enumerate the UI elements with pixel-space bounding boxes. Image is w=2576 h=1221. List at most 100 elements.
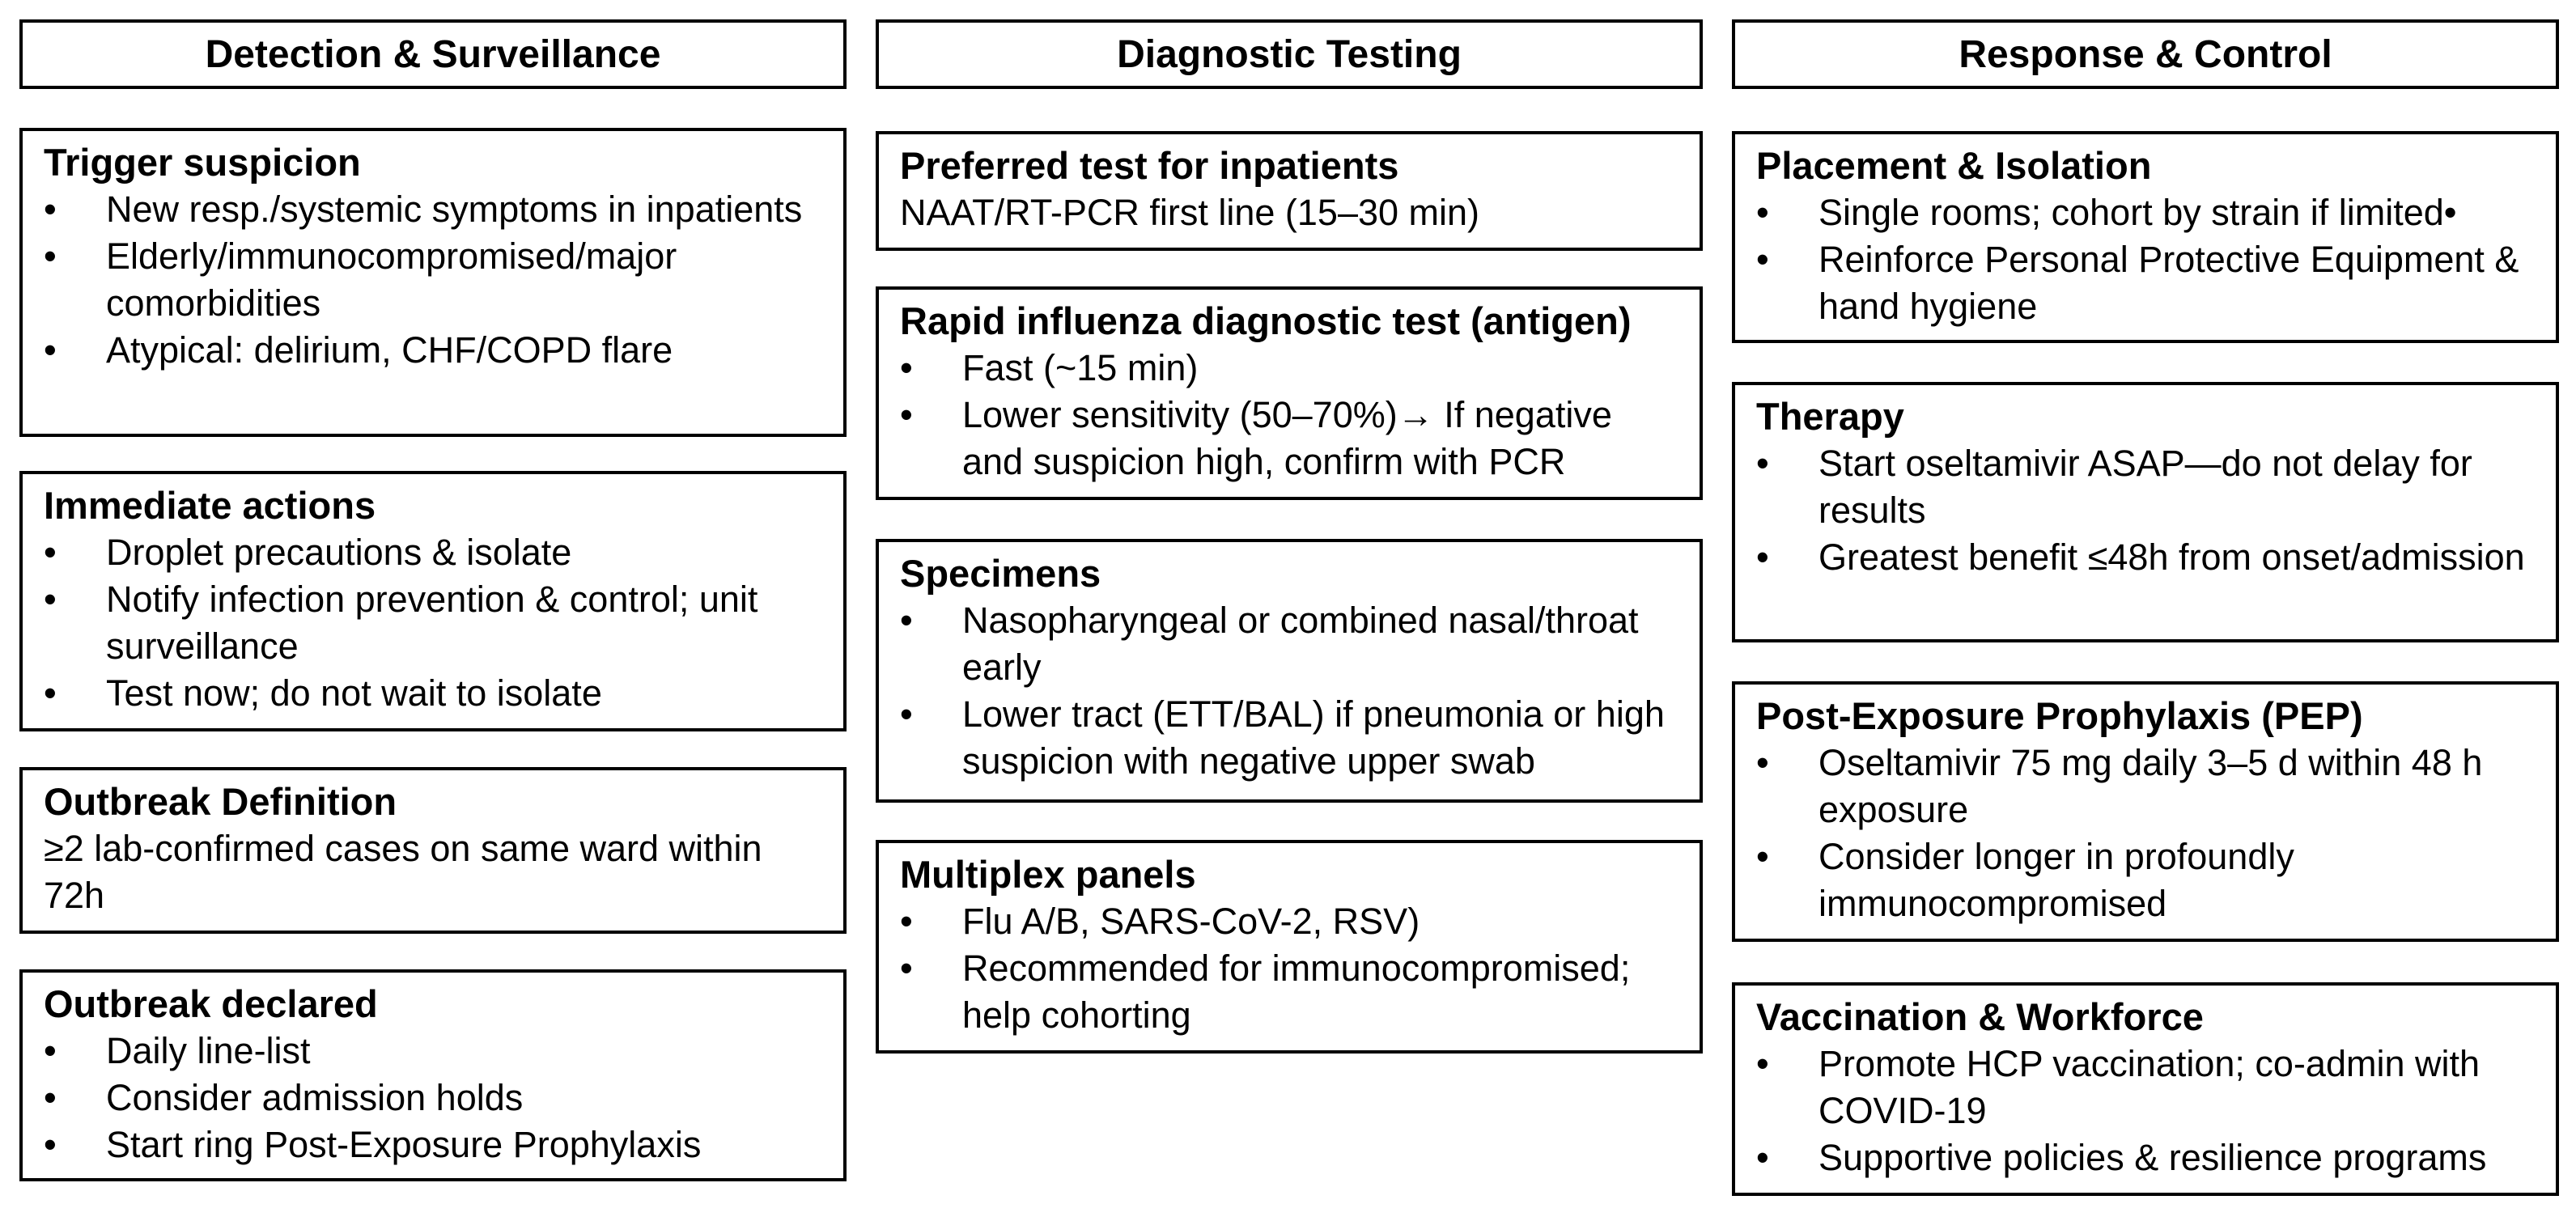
bullet-icon: • xyxy=(1756,1043,1769,1084)
bullet-text: Flu A/B, SARS-CoV-2, RSV) xyxy=(962,901,1420,942)
column-header-diagnostic-testing: Diagnostic Testing xyxy=(876,19,1703,89)
bullet-text: Supportive policies & resilience program… xyxy=(1818,1137,2487,1178)
bullet-text: Atypical: delirium, CHF/COPD flare xyxy=(106,329,673,371)
box-preferred-test: Preferred test for inpatients NAAT/RT-PC… xyxy=(876,131,1703,251)
bullet-text: Daily line-list xyxy=(106,1030,311,1071)
box-specimens: Specimens • Nasopharyngeal or combined na… xyxy=(876,539,1703,803)
box-therapy: Therapy • Start oseltamivir ASAP—do not d… xyxy=(1732,382,2559,642)
box-title: Post-Exposure Prophylaxis (PEP) xyxy=(1756,694,2363,737)
bullet-list: • Promote HCP vaccination; co-admin with … xyxy=(1756,1041,2535,1181)
box-placement-isolation: Placement & Isolation • Single rooms; coh… xyxy=(1732,131,2559,343)
bullet-item: • Fast (~15 min) xyxy=(900,345,1678,392)
bullet-list: • Oseltamivir 75 mg daily 3–5 d within 48… xyxy=(1756,740,2535,927)
box-text: ≥2 lab-confirmed cases on same ward with… xyxy=(44,828,762,916)
box-title: Therapy xyxy=(1756,395,1904,438)
box-title: Trigger suspicion xyxy=(44,141,361,184)
bullet-text: Elderly/immunocompromised/major comorbid… xyxy=(106,235,677,324)
bullet-icon: • xyxy=(1756,742,1769,783)
bullet-item: • Supportive policies & resilience progra… xyxy=(1756,1134,2535,1181)
bullet-text: Consider admission holds xyxy=(106,1077,524,1118)
box-trigger-suspicion: Trigger suspicion • New resp./systemic sy… xyxy=(19,128,847,437)
bullet-item: • Oseltamivir 75 mg daily 3–5 d within 48… xyxy=(1756,740,2535,833)
bullet-item: • New resp./systemic symptoms in inpatien… xyxy=(44,186,822,233)
bullet-item: • Start oseltamivir ASAP—do not delay for… xyxy=(1756,440,2535,534)
bullet-list: • New resp./systemic symptoms in inpatien… xyxy=(44,186,822,374)
box-vaccination-workforce: Vaccination & Workforce • Promote HCP vac… xyxy=(1732,982,2559,1196)
bullet-item: • Promote HCP vaccination; co-admin with … xyxy=(1756,1041,2535,1134)
bullet-item: • Test now; do not wait to isolate xyxy=(44,670,822,717)
bullet-icon: • xyxy=(1756,443,1769,484)
bullet-item: • Notify infection prevention & control; … xyxy=(44,576,822,670)
box-post-exposure-prophylaxis: Post-Exposure Prophylaxis (PEP) • Oseltam… xyxy=(1732,681,2559,942)
bullet-item: • Consider longer in profoundly immunocom… xyxy=(1756,833,2535,927)
bullet-icon: • xyxy=(44,189,57,230)
bullet-text: Reinforce Personal Protective Equipment … xyxy=(1818,239,2519,327)
bullet-text: Start oseltamivir ASAP—do not delay for … xyxy=(1818,443,2472,531)
bullet-item: • Droplet precautions & isolate xyxy=(44,529,822,576)
bullet-item: •Consider admission holds xyxy=(44,1075,822,1121)
bullet-text: Single rooms; cohort by strain if limite… xyxy=(1818,192,2457,233)
bullet-item: • Atypical: delirium, CHF/COPD flare xyxy=(44,327,822,374)
box-title: Multiplex panels xyxy=(900,853,1196,896)
bullet-list: • Flu A/B, SARS-CoV-2, RSV) •Recommended … xyxy=(900,898,1678,1039)
bullet-icon: • xyxy=(1756,536,1769,578)
bullet-icon: • xyxy=(1756,1137,1769,1178)
box-outbreak-declared: Outbreak declared •Daily line-list •Cons… xyxy=(19,969,847,1181)
bullet-item: • Greatest benefit ≤48h from onset/admiss… xyxy=(1756,534,2535,581)
bullet-text: Consider longer in profoundly immunocomp… xyxy=(1818,836,2294,924)
bullet-text: Lower tract (ETT/BAL) if pneumonia or hi… xyxy=(962,693,1665,782)
bullet-icon: • xyxy=(44,672,57,714)
bullet-text: Notify infection prevention & control; u… xyxy=(106,579,758,667)
bullet-icon: • xyxy=(900,600,913,641)
bullet-item: • Reinforce Personal Protective Equipment… xyxy=(1756,236,2535,330)
bullet-list: • Fast (~15 min) • Lower sensitivity (50–7… xyxy=(900,345,1678,485)
bullet-list: •Daily line-list •Consider admission hol… xyxy=(44,1028,822,1168)
column-header-detection-surveillance: Detection & Surveillance xyxy=(19,19,847,89)
bullet-text: Droplet precautions & isolate xyxy=(106,532,572,573)
bullet-text: Promote HCP vaccination; co-admin with C… xyxy=(1818,1043,2481,1131)
box-title: Placement & Isolation xyxy=(1756,144,2152,187)
bullet-item: • Nasopharyngeal or combined nasal/throat… xyxy=(900,597,1678,691)
box-title: Outbreak declared xyxy=(44,982,378,1025)
box-title: Preferred test for inpatients xyxy=(900,144,1399,187)
bullet-text: Recommended for immunocompromised; help … xyxy=(962,948,1631,1036)
bullet-icon: • xyxy=(900,394,913,435)
bullet-icon: • xyxy=(1756,836,1769,877)
bullet-icon: • xyxy=(900,347,913,388)
bullet-item: • Flu A/B, SARS-CoV-2, RSV) xyxy=(900,898,1678,945)
bullet-text: Oseltamivir 75 mg daily 3–5 d within 48 … xyxy=(1818,742,2483,830)
box-title: Immediate actions xyxy=(44,484,376,527)
box-title: Vaccination & Workforce xyxy=(1756,995,2204,1038)
bullet-icon: • xyxy=(44,1124,57,1165)
bullet-icon: • xyxy=(44,329,57,371)
bullet-item: •Single rooms; cohort by strain if limit… xyxy=(1756,189,2535,236)
bullet-text: Test now; do not wait to isolate xyxy=(106,672,602,714)
box-title: Outbreak Definition xyxy=(44,780,397,823)
box-rapid-antigen-test: Rapid influenza diagnostic test (antigen… xyxy=(876,286,1703,500)
box-title: Rapid influenza diagnostic test (antigen… xyxy=(900,299,1632,342)
bullet-text: Fast (~15 min) xyxy=(962,347,1199,388)
box-text: NAAT/RT-PCR first line (15–30 min) xyxy=(900,192,1480,233)
bullet-icon: • xyxy=(44,235,57,277)
bullet-text: Nasopharyngeal or combined nasal/throat … xyxy=(962,600,1639,688)
bullet-item: •Recommended for immunocompromised; help… xyxy=(900,945,1678,1039)
bullet-icon: • xyxy=(44,579,57,620)
bullet-icon: • xyxy=(1756,239,1769,280)
bullet-icon: • xyxy=(900,693,913,735)
bullet-list: • Droplet precautions & isolate • Notify i… xyxy=(44,529,822,717)
bullet-text: New resp./systemic symptoms in inpatient… xyxy=(106,189,803,230)
bullet-item: •Daily line-list xyxy=(44,1028,822,1075)
box-outbreak-definition: Outbreak Definition ≥2 lab-confirmed cas… xyxy=(19,767,847,934)
bullet-text: Lower sensitivity (50–70%)→ If negative … xyxy=(962,394,1612,482)
box-immediate-actions: Immediate actions • Droplet precautions &… xyxy=(19,471,847,731)
bullet-text: Start ring Post-Exposure Prophylaxis xyxy=(106,1124,702,1165)
bullet-text: Greatest benefit ≤48h from onset/admissi… xyxy=(1818,536,2525,578)
bullet-list: • Single rooms; cohort by strain if limit… xyxy=(1756,189,2535,330)
bullet-item: • Start ring Post-Exposure Prophylaxis xyxy=(44,1121,822,1168)
bullet-icon: • xyxy=(44,532,57,573)
box-title: Specimens xyxy=(900,552,1101,595)
box-multiplex-panels: Multiplex panels • Flu A/B, SARS-CoV-2, R… xyxy=(876,840,1703,1054)
bullet-item: • Elderly/immunocompromised/major comorbi… xyxy=(44,233,822,327)
bullet-list: • Nasopharyngeal or combined nasal/throat… xyxy=(900,597,1678,785)
bullet-icon: • xyxy=(900,901,913,942)
